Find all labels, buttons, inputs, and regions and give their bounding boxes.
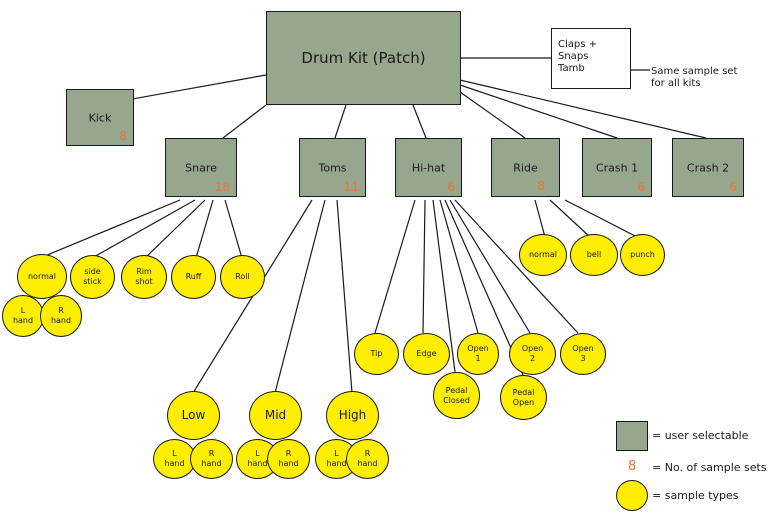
- sample-label: L hand: [326, 449, 347, 468]
- hihat-label: Hi-hat: [411, 161, 446, 174]
- hihat-sample-open-3: Open 3: [560, 333, 606, 375]
- hihat-sample-edge: Edge: [403, 333, 450, 375]
- snare-sample-roll: Roll: [220, 255, 265, 299]
- toms-box: Toms 11: [299, 138, 366, 197]
- hihat-box: Hi-hat 6: [395, 138, 462, 197]
- sample-label: normal: [528, 250, 558, 259]
- sample-label: R hand: [50, 306, 72, 325]
- ride-label: Ride: [513, 161, 538, 174]
- sample-label: R hand: [201, 449, 222, 468]
- drum-kit-patch-box: Drum Kit (Patch): [266, 11, 461, 105]
- hihat-sample-tip: Tip: [354, 333, 399, 375]
- sample-label: Rim shot: [135, 267, 153, 286]
- legend-sample-types-label: = sample types: [652, 489, 739, 502]
- kick-label: Kick: [88, 111, 112, 124]
- snare-sample-normal: normal: [17, 254, 67, 299]
- tom-type-label: Mid: [264, 408, 287, 422]
- legend-selectable-label: = user selectable: [652, 429, 749, 442]
- tom-high-r-hand: R hand: [346, 439, 389, 479]
- sample-label: bell: [586, 250, 602, 259]
- sample-label: side stick: [83, 267, 102, 286]
- drum-kit-patch-label: Drum Kit (Patch): [301, 49, 426, 67]
- tom-type-mid: Mid: [249, 391, 302, 440]
- sample-label: Open 3: [572, 344, 594, 363]
- ride-sample-punch: punch: [620, 234, 665, 276]
- claps-snaps-box: Claps + Snaps Tamb: [551, 28, 631, 89]
- tom-low-r-hand: R hand: [190, 439, 233, 479]
- snare-sample-rim-shot: Rim shot: [121, 255, 167, 299]
- snare-label: Snare: [185, 161, 217, 174]
- sample-label: Pedal Closed: [443, 385, 470, 405]
- crash1-label: Crash 1: [595, 161, 639, 174]
- sample-label: R hand: [357, 449, 378, 468]
- kick-count: 8: [119, 129, 127, 143]
- sample-label: Open 2: [521, 344, 544, 363]
- toms-count: 11: [343, 180, 359, 194]
- tom-mid-r-hand: R hand: [267, 439, 310, 479]
- legend-box-swatch: [616, 421, 648, 451]
- ride-sample-bell: bell: [570, 234, 618, 276]
- tom-type-label: High: [338, 408, 367, 422]
- ride-box: Ride 8: [491, 138, 560, 197]
- snare-sample-r-hand: R hand: [40, 295, 82, 337]
- legend-count-label: = No. of sample sets: [652, 461, 767, 474]
- tom-type-label: Low: [181, 408, 206, 422]
- toms-label: Toms: [318, 161, 347, 174]
- same-sample-set-note: Same sample set for all kits: [651, 66, 738, 89]
- sample-label: Open 1: [467, 344, 489, 363]
- sample-label: L hand: [12, 306, 34, 325]
- snare-sample-ruff: Ruff: [171, 255, 216, 299]
- ride-count: 8: [537, 179, 545, 193]
- legend-circle-swatch: [616, 480, 648, 511]
- sample-label: L hand: [247, 449, 268, 468]
- crash1-box: Crash 1 6: [582, 138, 652, 197]
- legend-count-example: 8: [628, 459, 637, 474]
- kick-box: Kick 8: [66, 89, 134, 146]
- snare-count: 18: [214, 180, 230, 194]
- snare-box: Snare 18: [165, 138, 237, 197]
- hihat-sample-open-1: Open 1: [457, 333, 499, 375]
- sample-label: R hand: [278, 449, 299, 468]
- ride-sample-normal: normal: [519, 234, 567, 276]
- sample-label: Edge: [416, 349, 437, 358]
- sample-label: Roll: [235, 272, 250, 281]
- crash2-box: Crash 2 6: [672, 138, 744, 197]
- hihat-sample-pedal-closed: Pedal Closed: [433, 372, 480, 419]
- snare-sample-l-hand: L hand: [2, 295, 44, 337]
- sample-label: L hand: [164, 449, 185, 468]
- sample-label: Pedal Open: [512, 387, 535, 407]
- snare-sample-side-stick: side stick: [70, 255, 115, 299]
- hihat-sample-open-2: Open 2: [509, 333, 556, 375]
- sample-label: punch: [630, 250, 655, 259]
- sample-label: Ruff: [185, 272, 202, 281]
- crash2-label: Crash 2: [686, 161, 730, 174]
- hihat-sample-pedal-open: Pedal Open: [500, 375, 547, 420]
- sample-label: normal: [27, 271, 57, 281]
- tom-type-low: Low: [167, 391, 220, 440]
- tom-type-high: High: [326, 391, 379, 440]
- crash2-count: 6: [729, 180, 737, 194]
- claps-snaps-label: Claps + Snaps Tamb: [558, 39, 598, 74]
- crash1-count: 6: [637, 180, 645, 194]
- hihat-count: 6: [447, 180, 455, 194]
- sample-label: Tip: [370, 349, 383, 358]
